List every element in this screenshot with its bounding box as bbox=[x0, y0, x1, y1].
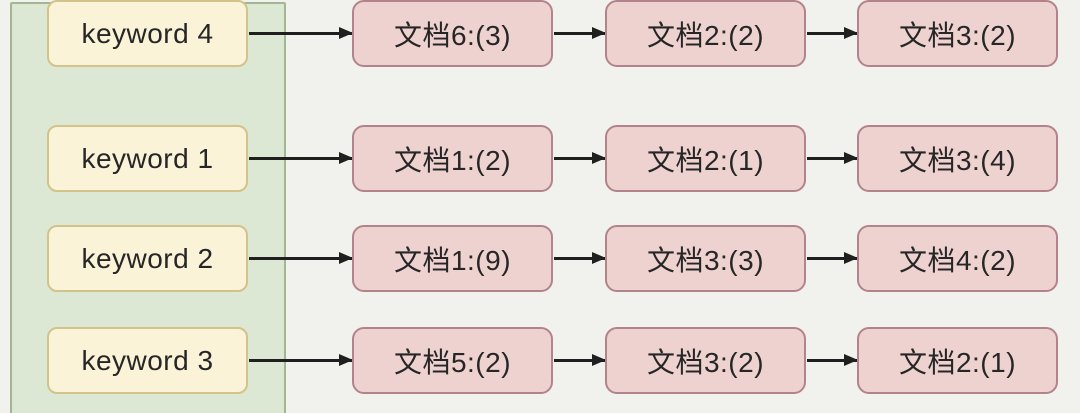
posting-box: 文档3:(2) bbox=[605, 327, 806, 394]
arrow-right-icon bbox=[554, 354, 606, 366]
posting-box: 文档2:(1) bbox=[605, 125, 806, 192]
posting-box: 文档2:(1) bbox=[857, 327, 1058, 394]
posting-box: 文档1:(2) bbox=[352, 125, 553, 192]
keyword-box: keyword 3 bbox=[47, 327, 248, 394]
arrow-right-icon bbox=[807, 252, 858, 264]
arrow-right-icon bbox=[249, 354, 353, 366]
index-row: keyword 3 文档5:(2) 文档3:(2) 文档2:(1) bbox=[0, 327, 1080, 394]
posting-box: 文档2:(2) bbox=[605, 0, 806, 67]
arrow-right-icon bbox=[807, 354, 858, 366]
arrow-right-icon bbox=[249, 252, 353, 264]
posting-label: 文档3:(2) bbox=[646, 346, 765, 378]
index-row: keyword 2 文档1:(9) 文档3:(3) 文档4:(2) bbox=[0, 225, 1080, 292]
keyword-label: keyword 2 bbox=[81, 242, 214, 274]
posting-label: 文档3:(2) bbox=[898, 19, 1017, 51]
posting-label: 文档2:(1) bbox=[898, 346, 1017, 378]
arrow-right-icon bbox=[807, 152, 858, 164]
posting-box: 文档1:(9) bbox=[352, 225, 553, 292]
keyword-box: keyword 4 bbox=[47, 0, 248, 67]
posting-box: 文档3:(4) bbox=[857, 125, 1058, 192]
posting-label: 文档3:(4) bbox=[898, 144, 1017, 176]
keyword-box: keyword 2 bbox=[47, 225, 248, 292]
posting-box: 文档6:(3) bbox=[352, 0, 553, 67]
index-row: keyword 4 文档6:(3) 文档2:(2) 文档3:(2) bbox=[0, 0, 1080, 67]
keyword-box: keyword 1 bbox=[47, 125, 248, 192]
posting-box: 文档3:(3) bbox=[605, 225, 806, 292]
arrow-right-icon bbox=[249, 27, 353, 39]
keyword-label: keyword 4 bbox=[81, 17, 214, 49]
posting-label: 文档3:(3) bbox=[646, 244, 765, 276]
posting-label: 文档1:(2) bbox=[393, 144, 512, 176]
arrow-right-icon bbox=[554, 252, 606, 264]
index-row: keyword 1 文档1:(2) 文档2:(1) 文档3:(4) bbox=[0, 125, 1080, 192]
posting-label: 文档1:(9) bbox=[393, 244, 512, 276]
posting-box: 文档3:(2) bbox=[857, 0, 1058, 67]
posting-label: 文档2:(1) bbox=[646, 144, 765, 176]
arrow-right-icon bbox=[554, 152, 606, 164]
posting-label: 文档2:(2) bbox=[646, 19, 765, 51]
arrow-right-icon bbox=[249, 152, 353, 164]
keyword-label: keyword 3 bbox=[81, 344, 214, 376]
posting-label: 文档6:(3) bbox=[393, 19, 512, 51]
keyword-label: keyword 1 bbox=[81, 142, 214, 174]
posting-label: 文档4:(2) bbox=[898, 244, 1017, 276]
posting-label: 文档5:(2) bbox=[393, 346, 512, 378]
arrow-right-icon bbox=[807, 27, 858, 39]
arrow-right-icon bbox=[554, 27, 606, 39]
posting-box: 文档4:(2) bbox=[857, 225, 1058, 292]
posting-box: 文档5:(2) bbox=[352, 327, 553, 394]
